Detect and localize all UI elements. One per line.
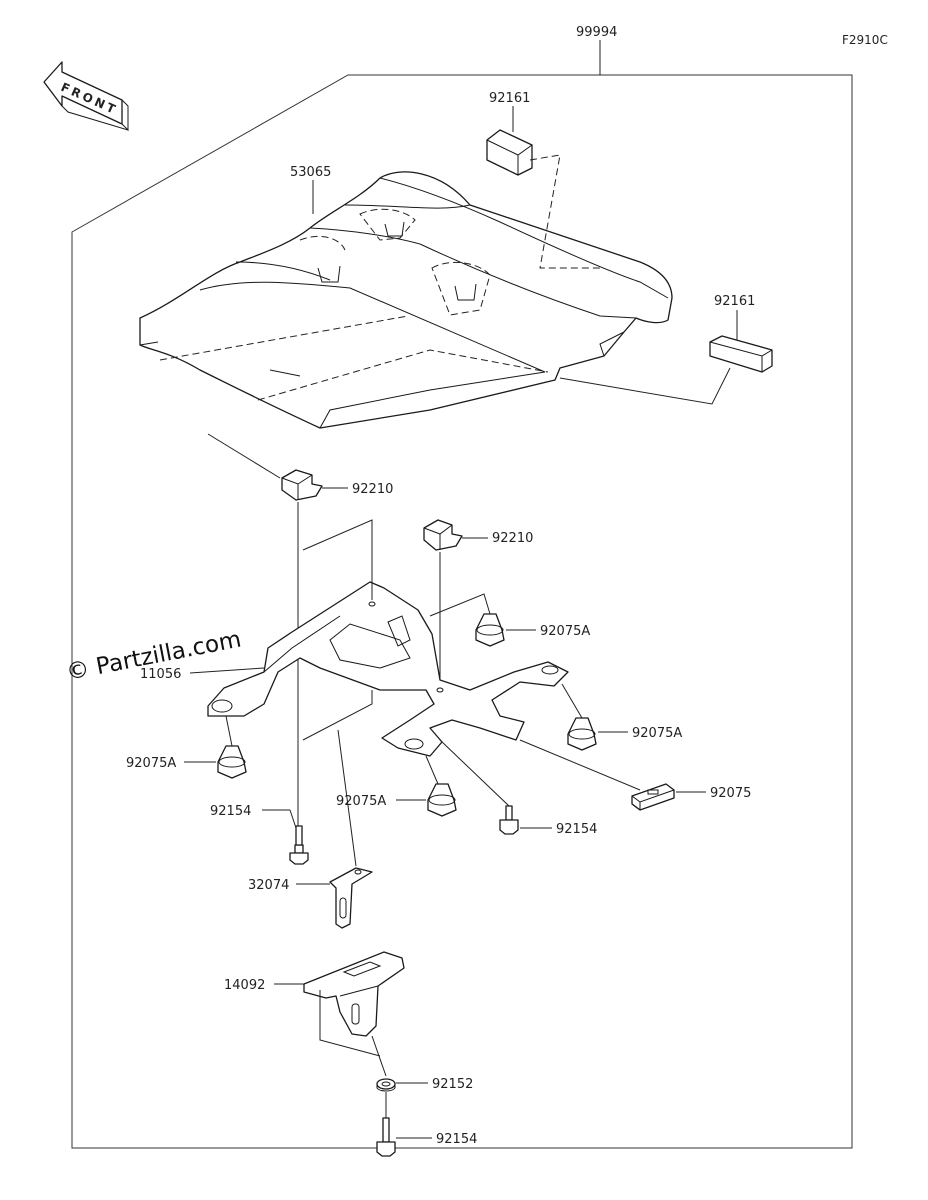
label-92075A-upper-right: 92075A — [540, 624, 590, 639]
leader-92075A-right-link — [561, 683, 583, 719]
label-92075A-center: 92075A — [336, 794, 386, 809]
leader-bracket-bottom — [302, 690, 373, 741]
rubber-pad-top — [486, 129, 533, 176]
label-92154-left: 92154 — [210, 804, 251, 819]
label-92152: 92152 — [432, 1077, 473, 1092]
clip-nut-right — [423, 519, 463, 551]
axis-92154-center — [439, 739, 510, 807]
rubber-pad-right — [709, 335, 773, 373]
seat-cowl — [139, 171, 673, 429]
leader-11056 — [189, 667, 265, 674]
label-92075A-right: 92075A — [632, 726, 682, 741]
assembly-frame — [71, 74, 853, 1149]
damper-right — [567, 717, 597, 751]
clip-nut-left — [281, 469, 323, 501]
rubber-pad-92075 — [631, 783, 675, 811]
leader-92075A-center-link — [425, 755, 439, 785]
front-arrow-icon: FRONT — [43, 61, 129, 132]
label-92161-right: 92161 — [714, 294, 755, 309]
damper-left — [217, 745, 247, 779]
label-14092: 14092 — [224, 978, 265, 993]
seat-bracket — [207, 581, 569, 757]
bolt-bottom — [376, 1117, 396, 1157]
figure-code: F2910C — [842, 33, 888, 47]
label-11056: 11056 — [140, 667, 181, 682]
leader-92075A-left-link — [225, 715, 233, 747]
label-92161-top: 92161 — [489, 91, 530, 106]
bolt-left — [289, 825, 309, 865]
leader-14092-box — [319, 990, 381, 1057]
label-92210-left: 92210 — [352, 482, 393, 497]
label-92075: 92075 — [710, 786, 751, 801]
damper-center — [427, 783, 457, 817]
axis-32074 — [337, 729, 357, 867]
leader-92075A-upper-right-link — [429, 593, 491, 617]
label-92210-right: 92210 — [492, 531, 533, 546]
cover-14092 — [303, 951, 405, 1037]
leader-92154-left-tip — [289, 809, 297, 829]
leader-92161-right-link — [559, 367, 731, 405]
label-32074: 32074 — [248, 878, 289, 893]
label-53065: 53065 — [290, 165, 331, 180]
assembly-number: 99994 — [576, 25, 617, 40]
label-92154-center: 92154 — [556, 822, 597, 837]
dash-92161-top — [529, 154, 600, 269]
label-92075A-left: 92075A — [126, 756, 176, 771]
leader-bracket-top — [302, 519, 373, 600]
damper-upper-right — [475, 613, 505, 647]
axis-14092 — [371, 1035, 387, 1077]
bolt-center — [499, 805, 519, 835]
washer-92152 — [376, 1078, 396, 1092]
leader-92075-link — [519, 739, 641, 791]
stay-32074 — [329, 867, 373, 929]
label-92154-bottom: 92154 — [436, 1132, 477, 1147]
leader-92210-left-link — [207, 433, 281, 479]
